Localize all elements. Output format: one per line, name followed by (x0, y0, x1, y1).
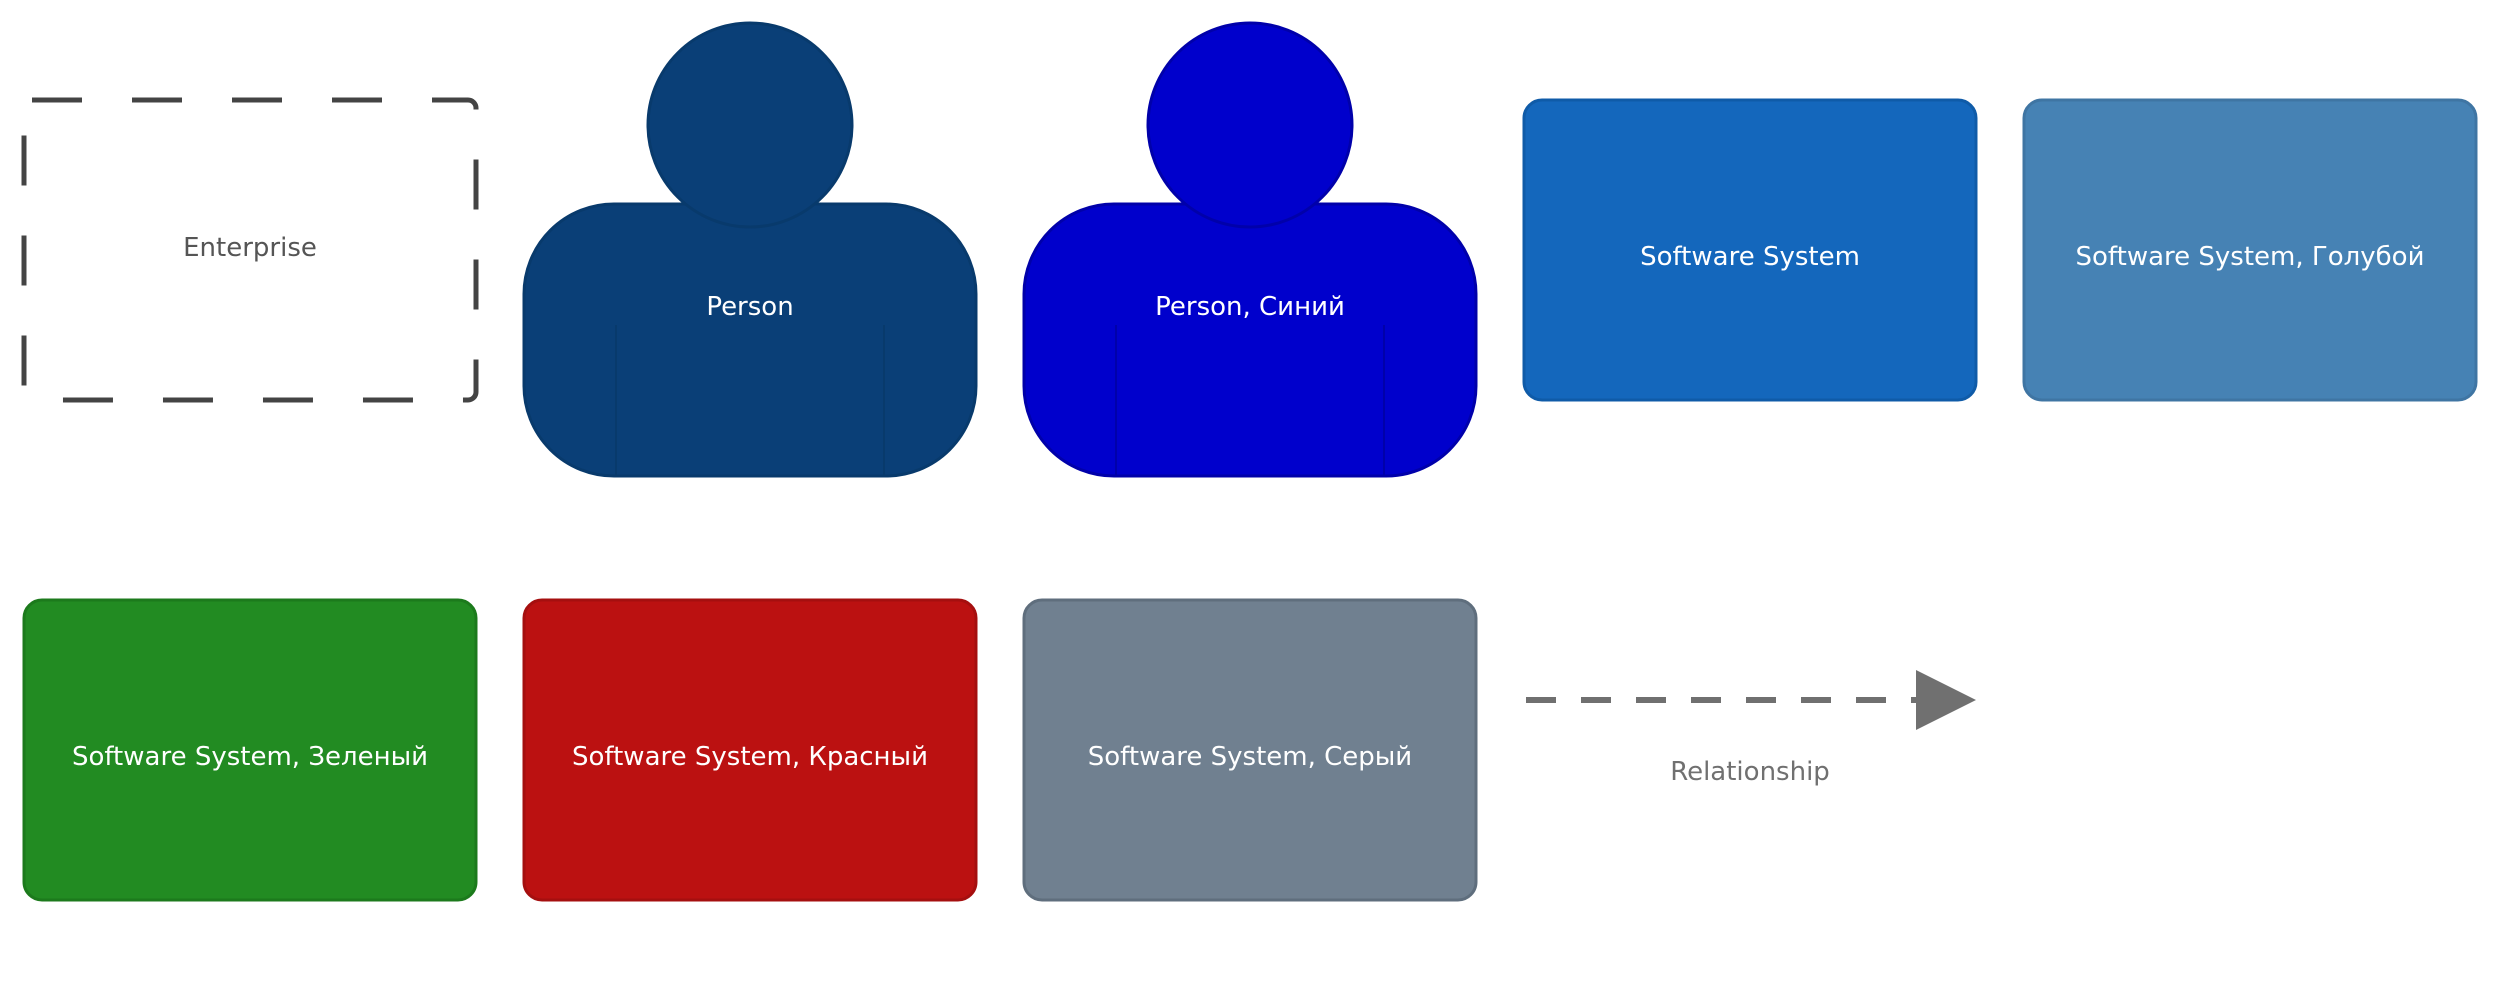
software-system-green-label: Software System, Зеленый (72, 742, 428, 772)
person-blue-shape[interactable]: Person, Синий (1022, 21, 1478, 478)
person-head (646, 21, 854, 229)
relationship-arrowhead (1916, 670, 1976, 730)
enterprise-boundary[interactable]: Enterprise (21, 97, 479, 403)
person-label: Person (706, 292, 793, 322)
software-system-gray-label: Software System, Серый (1088, 742, 1412, 772)
software-system-label: Software System (1640, 242, 1860, 272)
software-system-light-blue-rect (2022, 98, 2478, 402)
software-system-gray-rect (1022, 598, 1478, 902)
relationship-arrow[interactable]: Relationship (1526, 670, 1976, 787)
relationship-label: Relationship (1670, 757, 1830, 787)
software-system-green-box[interactable]: Software System, Зеленый (22, 598, 478, 902)
software-system-green-rect (22, 598, 478, 902)
person-blue-head (1146, 21, 1354, 229)
person-blue-body (1022, 202, 1478, 478)
software-system-red-box[interactable]: Software System, Красный (522, 598, 978, 902)
software-system-rect (1522, 98, 1978, 402)
person-body (522, 202, 978, 478)
software-system-box[interactable]: Software System (1522, 98, 1978, 402)
software-system-red-rect (522, 598, 978, 902)
enterprise-label: Enterprise (183, 233, 317, 263)
person-shape[interactable]: Person (522, 21, 978, 478)
software-system-red-label: Software System, Красный (572, 742, 928, 772)
software-system-light-blue-label: Software System, Голубой (2076, 242, 2425, 272)
enterprise-border (21, 97, 479, 403)
software-system-gray-box[interactable]: Software System, Серый (1022, 598, 1478, 902)
software-system-light-blue-box[interactable]: Software System, Голубой (2022, 98, 2478, 402)
person-blue-label: Person, Синий (1155, 292, 1345, 322)
